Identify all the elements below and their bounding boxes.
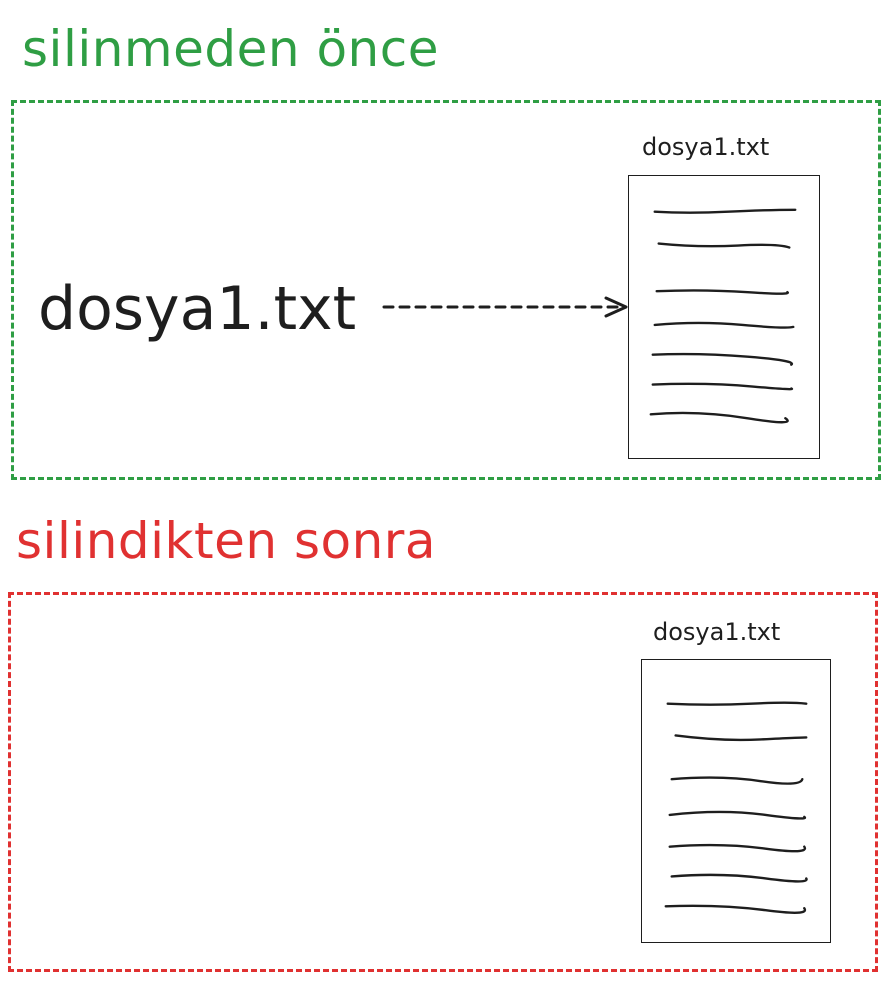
link-name-label: dosya1.txt [38,274,357,344]
file-text-lines [664,701,808,914]
before-panel: dosya1.txt dosya1.txt [11,100,881,480]
text-file-icon [641,659,831,943]
file-label: dosya1.txt [653,618,781,646]
after-panel: dosya1.txt [8,592,878,972]
text-file-icon [628,175,820,459]
file-label: dosya1.txt [642,133,770,161]
file-text-lines [649,208,797,424]
after-title: silindikten sonra [16,512,436,570]
dashed-arrow-icon [382,296,628,318]
before-title: silinmeden önce [22,20,439,78]
